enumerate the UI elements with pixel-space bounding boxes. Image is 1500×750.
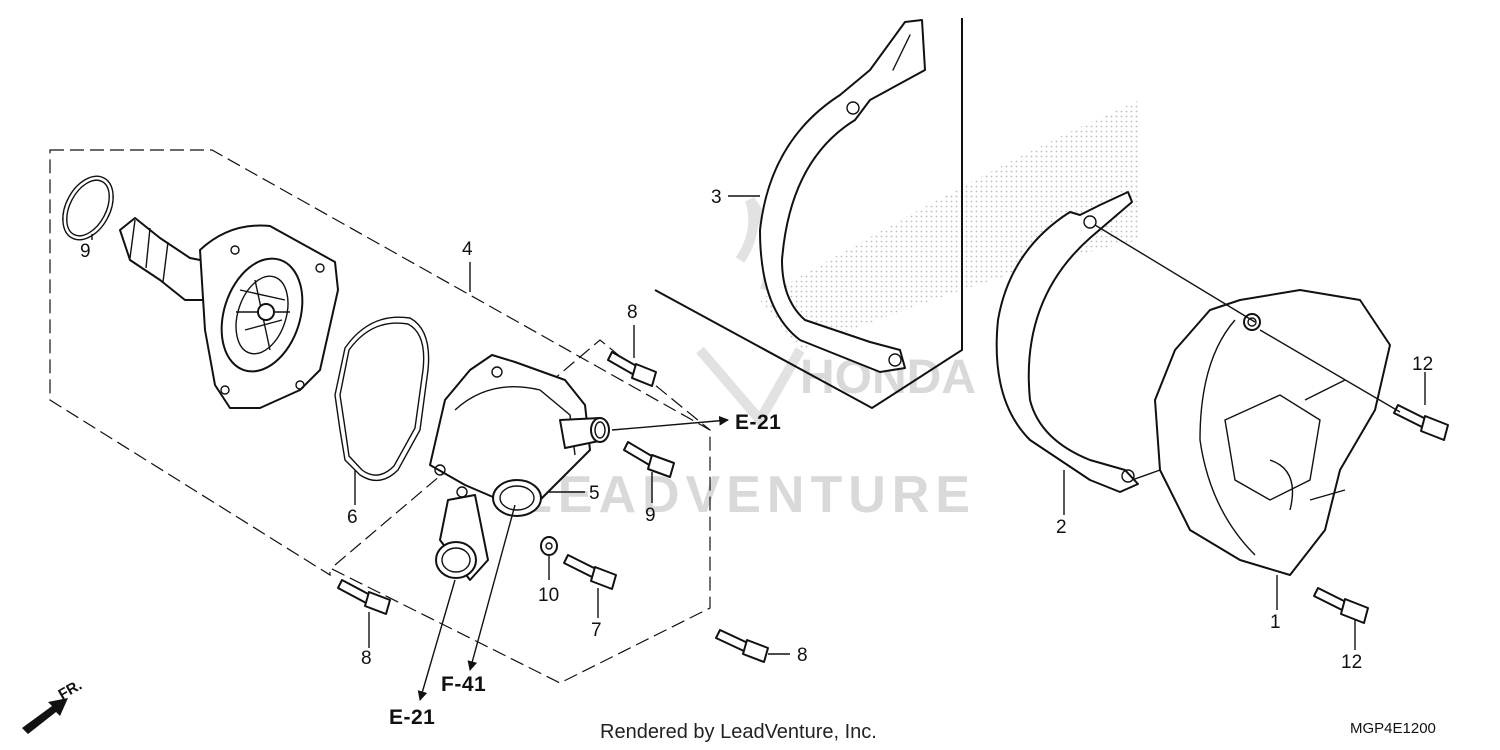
callout-1: 1 bbox=[1270, 612, 1281, 633]
bracket-part-3 bbox=[759, 19, 926, 373]
washer-part-10 bbox=[540, 536, 558, 556]
callout-8-top: 8 bbox=[627, 302, 638, 323]
callout-8-right: 8 bbox=[797, 645, 808, 666]
callout-9: 9 bbox=[645, 505, 656, 526]
watermark-text: LEADVENTURE bbox=[520, 466, 976, 524]
gasket-part-2 bbox=[995, 191, 1139, 493]
assembly-outline-5 bbox=[334, 339, 711, 566]
callout-4: 4 bbox=[462, 239, 473, 260]
diagram-code: MGP4E1200 bbox=[1350, 720, 1436, 737]
bolt-part-12b bbox=[1313, 587, 1369, 624]
bolt-part-8b bbox=[337, 579, 391, 615]
section-line bbox=[654, 18, 963, 410]
ref-e21-right: E-21 bbox=[735, 411, 781, 434]
gasket-part-6 bbox=[334, 316, 430, 482]
fr-label: FR. bbox=[56, 677, 85, 704]
callout-11: 9 bbox=[80, 241, 91, 262]
callout-12-bottom: 12 bbox=[1341, 652, 1362, 673]
water-pump-assembly bbox=[119, 217, 339, 409]
ref-f41: F-41 bbox=[441, 673, 486, 696]
footer-credit: Rendered by LeadVenture, Inc. bbox=[600, 721, 877, 743]
callout-8-left: 8 bbox=[361, 648, 372, 669]
ref-e21-bottom: E-21 bbox=[389, 706, 435, 729]
assembly-outline-4 bbox=[49, 149, 711, 684]
bolt-part-8c bbox=[715, 629, 769, 663]
pump-cover-part-5 bbox=[429, 354, 610, 581]
o-ring-part-11 bbox=[62, 175, 114, 241]
callout-2: 2 bbox=[1056, 517, 1067, 538]
callout-7: 7 bbox=[591, 620, 602, 641]
bolt-part-9 bbox=[623, 441, 675, 478]
front-direction-arrow bbox=[22, 698, 68, 734]
bolt-part-7 bbox=[563, 554, 617, 590]
cover-part-1 bbox=[1154, 289, 1391, 576]
callout-10: 10 bbox=[538, 585, 559, 606]
callout-6: 6 bbox=[347, 507, 358, 528]
bolt-part-12a bbox=[1393, 404, 1449, 441]
callout-3: 3 bbox=[711, 187, 722, 208]
bolt-part-8a bbox=[607, 351, 657, 387]
callout-5: 5 bbox=[589, 483, 600, 504]
callout-12-top: 12 bbox=[1412, 354, 1433, 375]
